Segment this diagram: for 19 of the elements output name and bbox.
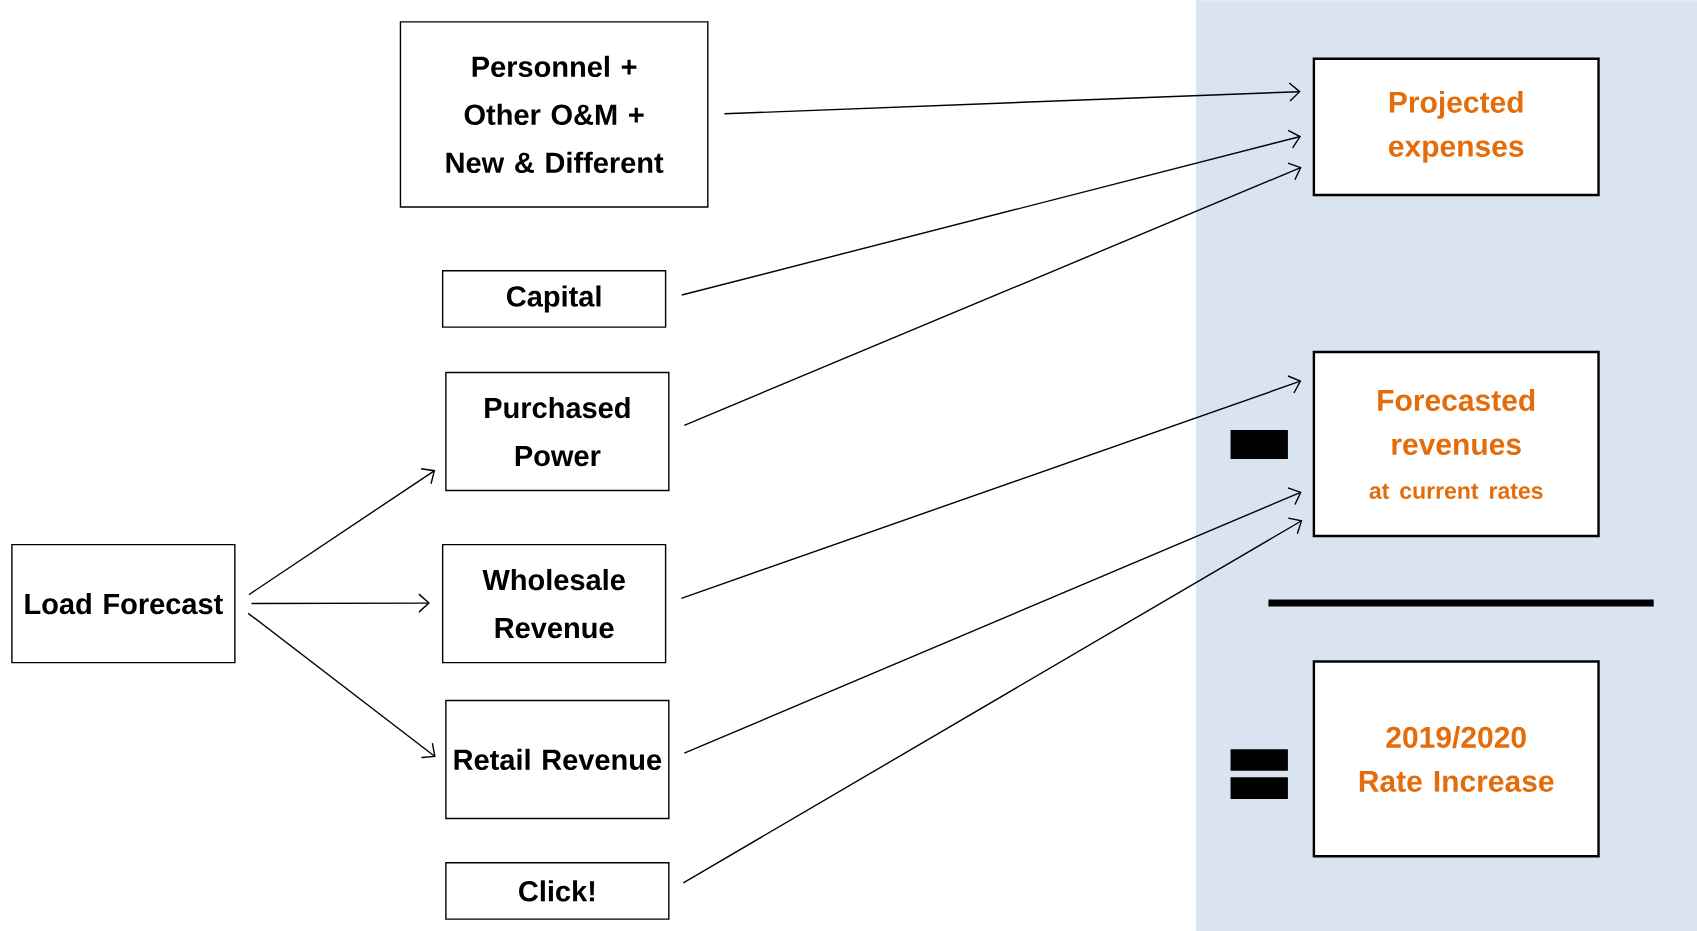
process-box: Capital [441, 270, 667, 328]
process-box: Click! [445, 862, 670, 920]
arrow [683, 162, 1302, 427]
arrow [681, 129, 1302, 296]
process-box: Load Forecast [11, 543, 236, 664]
process-box: Personnel + Other O&M + New & Different [399, 21, 709, 208]
process-box: Purchased Power [445, 371, 670, 492]
arrow [683, 487, 1302, 754]
process-box: Wholesale Revenue [441, 543, 667, 664]
arrow [723, 82, 1301, 115]
arrow [250, 593, 430, 613]
result-box: Forecasted revenues at current rates [1312, 350, 1600, 538]
arrow [248, 468, 436, 596]
arrow [682, 517, 1303, 884]
process-box: Retail Revenue [445, 699, 670, 820]
arrow [247, 612, 436, 759]
result-box: 2019/2020 Rate Increase [1312, 660, 1600, 858]
result-box: Projected expenses [1312, 57, 1600, 197]
arrow [680, 375, 1302, 599]
